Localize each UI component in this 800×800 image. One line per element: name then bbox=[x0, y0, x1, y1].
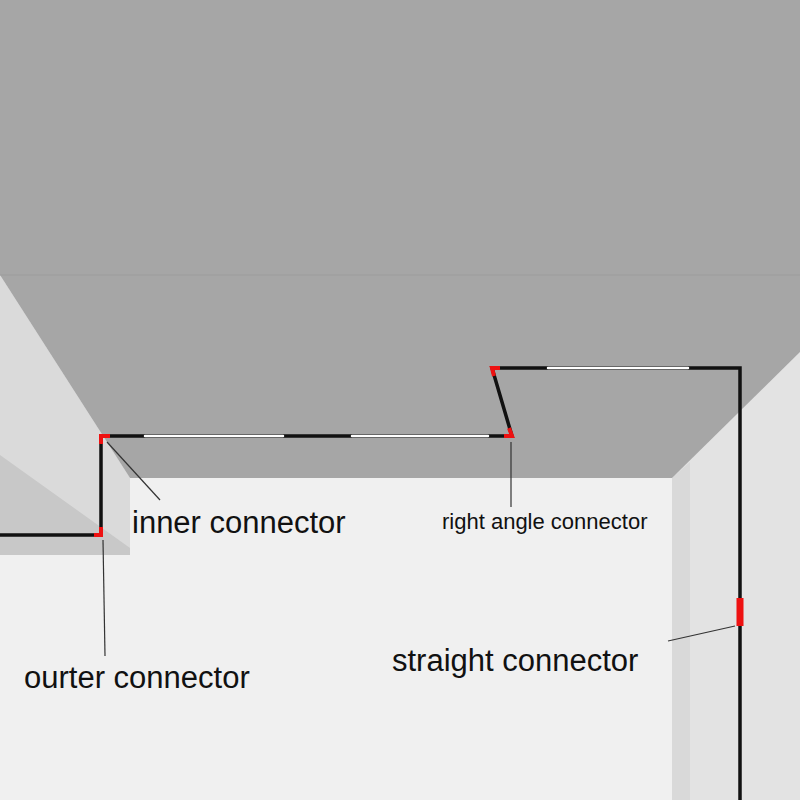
part-label: inner connector bbox=[132, 504, 346, 541]
leader-line bbox=[668, 626, 735, 641]
leader-line bbox=[107, 442, 160, 500]
right-angle-connector-mark bbox=[492, 368, 500, 376]
part-label: straight connector bbox=[392, 642, 638, 679]
light-strips bbox=[145, 368, 688, 436]
right-wall-edge bbox=[672, 462, 690, 800]
light-strip bbox=[548, 367, 688, 370]
outer-connector-mark bbox=[94, 527, 101, 535]
right-angle-connector-mark bbox=[504, 428, 512, 436]
leader-line bbox=[510, 442, 511, 507]
light-strip bbox=[352, 435, 488, 438]
inner-connector-mark bbox=[101, 436, 110, 444]
ceiling bbox=[0, 0, 800, 478]
track-line bbox=[0, 368, 740, 800]
track bbox=[0, 368, 740, 800]
leader-line bbox=[103, 540, 105, 656]
leader-lines bbox=[103, 442, 735, 656]
part-label: ourter connector bbox=[24, 659, 250, 696]
part-label: right angle connector bbox=[442, 509, 647, 535]
left-soffit bbox=[0, 455, 130, 555]
ceiling-edge bbox=[0, 275, 800, 276]
light-strip bbox=[145, 435, 283, 438]
straight-connector-mark bbox=[737, 598, 744, 626]
